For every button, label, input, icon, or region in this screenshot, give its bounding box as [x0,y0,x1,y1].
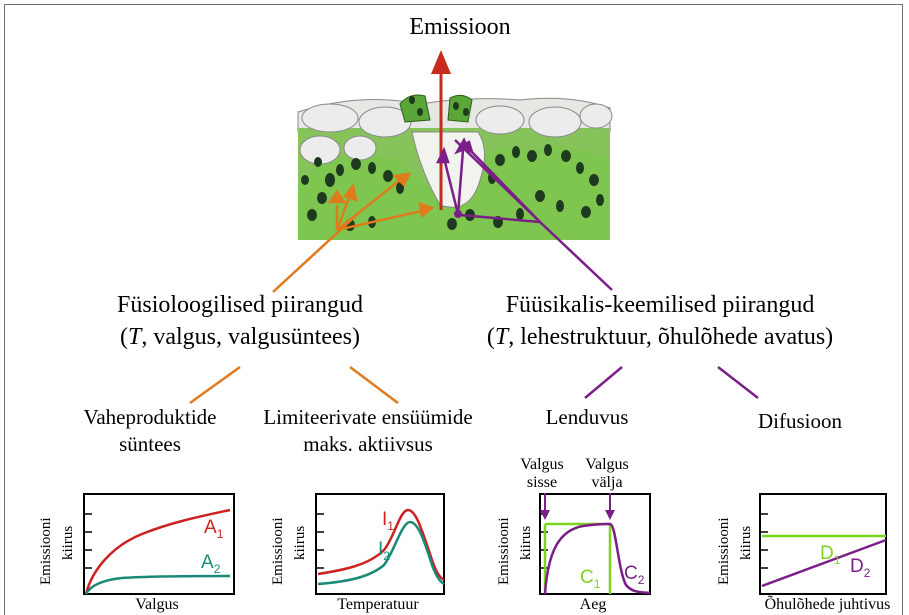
category-b-line2: maks. aktiivsus [303,432,433,456]
chart-c [539,493,651,595]
chart-c-on-label-line2: sisse [526,474,558,491]
category-a-line1: Vaheproduktide [83,405,217,429]
chart-a-ylabel-line2: kiirus [60,525,76,560]
right-branch-title: Füüsikalis-keemilised piirangud [505,292,815,318]
chart-c-off-label-line1: Valgus [585,456,629,473]
chart-c-off-label-line2: välja [591,474,623,491]
chart-b [315,493,445,595]
chart-c-curve1-label: C1 [580,567,601,591]
chart-d-curve1-label: D1 [820,543,841,567]
category-b-line1: Limiteerivate ensüümide [263,405,473,429]
chart-a-ylabel-line1: Emissiooni [38,517,54,585]
right-branch-subtitle: (T, lehestruktuur, õhulõhede avatus) [486,324,834,350]
chart-b-ylabel-line1: Emissiooni [270,517,286,585]
chart-c-xlabel: Aeg [579,596,607,613]
chart-d [759,493,887,595]
chart-c-ylabel-line2: kiirus [518,525,534,560]
chart-c-ylabel-line1: Emissiooni [496,517,512,585]
chart-b-xlabel: Temperatuur [337,596,419,613]
chart-a [83,493,235,595]
category-c-line1: Lenduvus [545,405,629,429]
chart-b-curve2-label: I2 [378,539,390,563]
category-a-line2: süntees [119,432,181,456]
category-d-line1: Difusioon [758,409,842,433]
diagram-frame [4,4,903,615]
chart-d-curve2-label: D2 [850,556,871,580]
chart-d-xlabel: Õhulõhede juhtivus [764,596,891,613]
chart-a-curve2-label: A2 [201,552,221,576]
chart-a-curve1-label: A1 [204,517,224,541]
left-branch-title: Füsioloogilised piirangud [117,292,363,318]
left-branch-subtitle: (T, valgus, valgusüntees) [120,324,360,350]
chart-a-xlabel: Valgus [135,596,179,613]
chart-c-on-label-line1: Valgus [520,456,564,473]
leaf-cross-section-illustration [297,94,613,240]
chart-b-curve1-label: I1 [382,509,394,533]
title: Emissioon [409,14,511,40]
chart-d-ylabel-line2: kiirus [738,525,754,560]
chart-b-ylabel-line2: kiirus [292,525,308,560]
chart-d-ylabel-line1: Emissiooni [716,517,732,585]
chart-c-curve2-label: C2 [624,563,645,587]
